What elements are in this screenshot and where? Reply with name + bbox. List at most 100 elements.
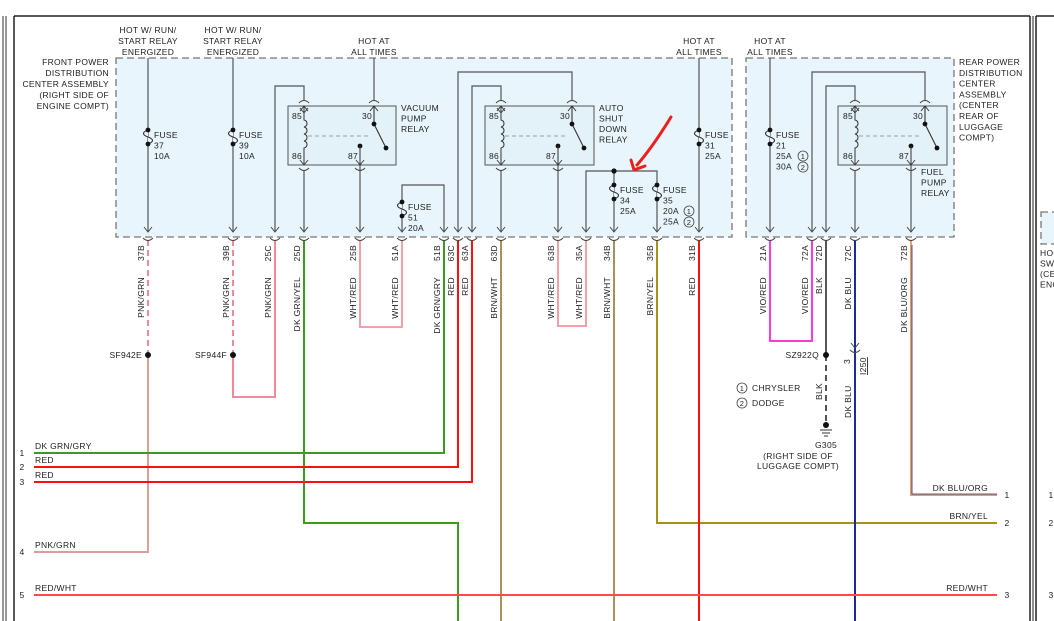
connector-receptacle xyxy=(806,237,818,241)
hot-run-start-label: HOT W/ RUN/ xyxy=(120,25,177,35)
wire-color-label: WHT/RED xyxy=(348,277,358,319)
asd-relay-label: AUTO xyxy=(599,103,624,113)
wire-color-label: BRN/WHT xyxy=(602,277,612,319)
relay-terminal xyxy=(495,100,507,104)
relay-terminal xyxy=(354,167,366,171)
relay-pin-87: 87 xyxy=(348,151,358,161)
fuse-icon xyxy=(227,129,239,145)
hot-at-all-times-label: HOT AT xyxy=(683,36,715,46)
vacuum-pump-relay-label: PUMP xyxy=(401,114,427,124)
hot-run-start-label: ENERGIZED xyxy=(122,47,174,57)
wire-color-label: DK BLU xyxy=(843,385,853,418)
relay-pin-87: 87 xyxy=(899,151,909,161)
connector-pin-arrow xyxy=(609,226,619,233)
relay-terminal xyxy=(298,167,310,171)
relay-coil-icon xyxy=(303,106,308,165)
wire-color-label: RED xyxy=(687,277,697,296)
wire-51b-output-1 xyxy=(34,240,445,454)
connector-pin-arrow xyxy=(397,226,407,233)
fuse-terminal-dot xyxy=(611,196,617,202)
fuse-terminal-dot xyxy=(145,141,151,147)
legend-label: CHRYSLER xyxy=(752,383,801,393)
connector-receptacle xyxy=(552,237,564,241)
relay-terminal xyxy=(552,167,564,171)
wire-color-label: BLK xyxy=(814,277,824,294)
connector-id: 35B xyxy=(645,245,655,261)
wire-color-label: RED xyxy=(446,277,456,296)
splice-sf944f xyxy=(230,352,236,358)
legend-marker: 1 xyxy=(740,384,744,393)
connector-receptacle xyxy=(396,237,408,241)
fuse-label: FUSE xyxy=(776,130,800,140)
hot-at-all-times-label: ALL TIMES xyxy=(351,47,397,57)
connector-pin-arrow xyxy=(765,226,775,233)
connector-receptacle xyxy=(820,237,832,241)
fuse-label: 10A xyxy=(239,151,255,161)
connector-pin-arrow xyxy=(821,226,831,233)
connector-receptacle xyxy=(651,237,663,241)
wire-25c-to-85 xyxy=(274,85,305,232)
wire-25c-pnk-grn xyxy=(232,240,276,398)
right-output-number: 1 xyxy=(1004,490,1009,500)
relay-coil-icon xyxy=(854,106,859,165)
vacuum-pump-relay-label: RELAY xyxy=(401,124,430,134)
wire-color-label: VIO/RED xyxy=(758,277,768,314)
connector-pin-arrow xyxy=(850,226,860,233)
fuse-label: 51 xyxy=(408,213,418,223)
wire-color-label: DK BLU xyxy=(843,277,853,310)
left-output-wire-label: RED xyxy=(35,455,54,465)
left-output-wire-label: PNK/GRN xyxy=(35,540,76,550)
connector-receptacle xyxy=(298,237,310,241)
connector-pin-arrow xyxy=(143,226,153,233)
connector-pin-arrow xyxy=(581,226,591,233)
relay-terminal xyxy=(495,167,507,171)
fuse-label: FUSE xyxy=(154,130,178,140)
fuse-label: FUSE xyxy=(705,130,729,140)
connector-id: 37B xyxy=(136,245,146,261)
connector-id: 51B xyxy=(432,245,442,261)
ground-icon xyxy=(820,429,832,437)
legend-marker: 2 xyxy=(740,399,744,408)
splice-sz922q xyxy=(823,352,829,358)
connector-receptacle xyxy=(452,237,464,241)
next-page-component-label: (CE xyxy=(1040,269,1054,279)
rear-pdc-title: ASSEMBLY xyxy=(959,89,1007,99)
right-output-wire-label: BRN/YEL xyxy=(950,511,988,521)
connector-id: 39B xyxy=(221,245,231,261)
wire-25b-51a-wht-red xyxy=(359,240,403,328)
relay-pin-30: 30 xyxy=(560,111,570,121)
connector-pin-arrow xyxy=(652,226,662,233)
connector-pin-arrow xyxy=(553,226,563,233)
relay-pin-30: 30 xyxy=(913,111,923,121)
wire-21a-72a-vio-red xyxy=(769,240,813,342)
rear-pdc-title: (CENTER xyxy=(959,100,999,110)
left-output-number: 3 xyxy=(19,477,24,487)
connector-id: 63B xyxy=(546,245,556,261)
front-pdc-title: (RIGHT SIDE OF xyxy=(39,90,109,100)
fuse-label: 25A xyxy=(663,217,679,227)
relay-contact-dot xyxy=(581,145,587,151)
wire-72b-output-right-1 xyxy=(910,240,997,496)
relay-terminal xyxy=(566,100,578,104)
fuse-terminal-dot xyxy=(399,199,405,205)
fuse-icon xyxy=(608,184,620,200)
connector-pin-arrow xyxy=(270,226,280,233)
wire-72a-to-30 xyxy=(811,71,926,232)
connector-id: 63C xyxy=(446,245,456,262)
variant-marker: 1 xyxy=(687,207,691,216)
splice-label: SF942E xyxy=(109,350,142,360)
fuse-label: 20A xyxy=(408,223,424,233)
hot-run-start-label: START RELAY xyxy=(203,36,263,46)
variant-marker-circle xyxy=(683,205,695,217)
relay-pin-85: 85 xyxy=(292,111,302,121)
fuse-label: FUSE xyxy=(239,130,263,140)
relay-pin-87: 87 xyxy=(546,151,556,161)
legend-label: DODGE xyxy=(752,398,785,408)
connector-id: 72D xyxy=(814,245,824,262)
fuse-terminal-dot xyxy=(654,196,660,202)
wire-color-label: PNK/GRN xyxy=(221,277,231,318)
rear-pdc-title: LUGGAGE xyxy=(959,122,1003,132)
left-output-number: 4 xyxy=(19,547,24,557)
fuse-label: 25A xyxy=(705,151,721,161)
connector-receptacle xyxy=(608,237,620,241)
